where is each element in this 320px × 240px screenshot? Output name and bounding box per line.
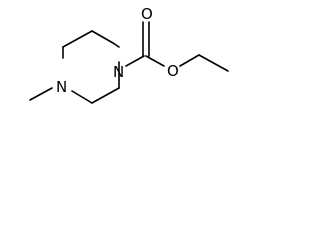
atom-label-n1: N <box>113 63 124 81</box>
ring-bond-c-top-right-vertical-link <box>112 42 120 48</box>
ring-bond-c-top-left-to-c-top-right <box>62 30 93 48</box>
ring-bond-c-top-right-to-n1 <box>91 30 114 44</box>
bond-ch2-to-ch3 <box>198 54 229 72</box>
ring-bond-n1-to-c-bottom-right-diagonal <box>91 87 120 104</box>
ring-bond-c-bottom-right-to-c-bottom-left <box>71 90 93 104</box>
bond-ester-oxygen-to-ch2 <box>179 54 200 67</box>
methyl-bond <box>29 87 53 101</box>
atom-label-ester-oxygen: O <box>167 62 179 80</box>
atom-label-n4: N <box>56 78 67 96</box>
bond-n1-to-carbonyl-carbon <box>125 55 145 67</box>
chemical-structure: N N O O <box>29 5 229 104</box>
bond-carbonyl-carbon-to-ester-oxygen <box>145 55 165 67</box>
atom-label-carbonyl-oxygen: O <box>141 5 153 23</box>
